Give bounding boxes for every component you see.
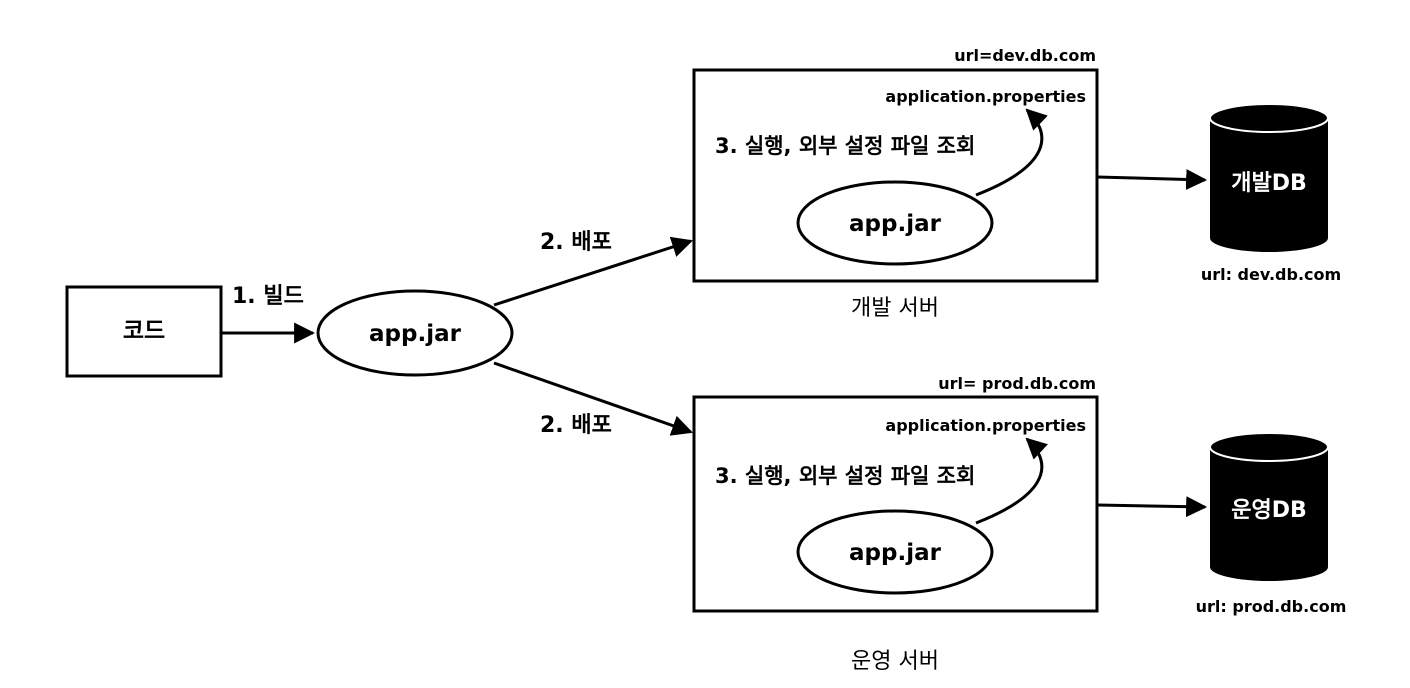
prod-lookup-arrow xyxy=(975,437,1048,525)
dev-app-label: app.jar xyxy=(849,211,942,237)
dev-db-url: url: dev.db.com xyxy=(1201,265,1341,284)
prod-db-url: url: prod.db.com xyxy=(1196,597,1347,616)
dev-server-url: url=dev.db.com xyxy=(954,46,1096,65)
code-box xyxy=(65,285,223,378)
prod-config-file: application.properties xyxy=(885,416,1086,435)
dev-db-label: 개발DB xyxy=(1231,171,1307,196)
dev-run-step: 3. 실행, 외부 설정 파일 조회 xyxy=(715,134,975,158)
prod-server-caption: 운영 서버 xyxy=(851,649,939,674)
artifact-ellipse xyxy=(316,289,514,377)
artifact-label: app.jar xyxy=(369,321,462,347)
dev-db-arrow xyxy=(1096,168,1208,190)
prod-db-cylinder xyxy=(1209,432,1329,581)
deploy-dev-arrow xyxy=(493,236,693,307)
dev-app-ellipse xyxy=(796,180,994,266)
deploy-prod-arrow xyxy=(493,361,693,436)
deploy-dev-label: 2. 배포 xyxy=(540,230,612,255)
prod-db-arrow xyxy=(1096,496,1208,518)
dev-lookup-arrow xyxy=(975,108,1048,197)
prod-server-url: url= prod.db.com xyxy=(938,374,1096,393)
dev-server-caption: 개발 서버 xyxy=(851,296,939,321)
prod-db-label: 운영DB xyxy=(1231,498,1307,523)
prod-run-step: 3. 실행, 외부 설정 파일 조회 xyxy=(715,464,975,488)
build-step-label: 1. 빌드 xyxy=(232,284,304,309)
prod-app-ellipse xyxy=(796,509,994,595)
prod-app-label: app.jar xyxy=(849,540,942,566)
deploy-prod-label: 2. 배포 xyxy=(540,413,612,438)
dev-config-file: application.properties xyxy=(885,87,1086,106)
dev-db-cylinder xyxy=(1209,103,1329,252)
code-box-label: 코드 xyxy=(123,318,165,344)
